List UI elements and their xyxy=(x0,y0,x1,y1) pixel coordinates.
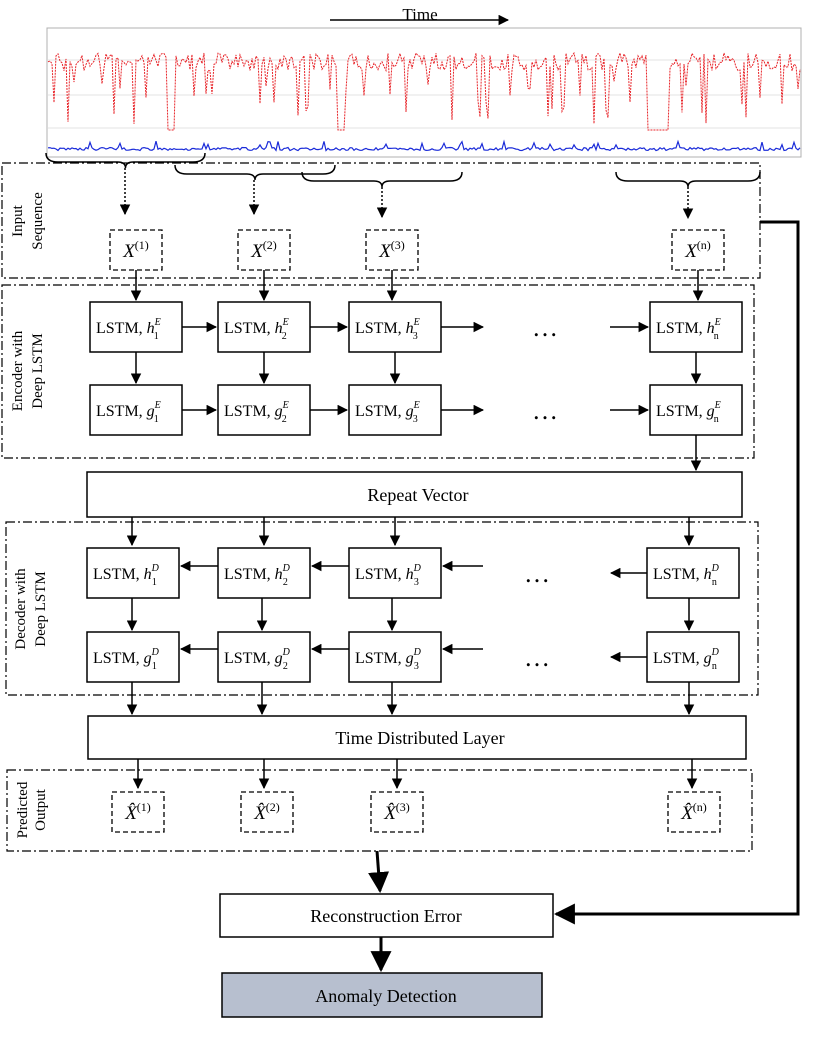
encoder-h-cell-3 xyxy=(348,301,442,353)
encoder-ellipsis-g: … xyxy=(532,396,558,425)
decoder-h-cell-1 xyxy=(86,547,180,599)
decoder-h-cell-2 xyxy=(217,547,311,599)
red-signal-line xyxy=(47,51,801,131)
input-label-3: X(3) xyxy=(378,238,405,262)
encoder-h-cell-1 xyxy=(89,301,183,353)
decoder-section xyxy=(5,521,759,696)
encoder-section-label-1: Encoder with xyxy=(10,330,26,411)
output-label-1: X̂(1) xyxy=(124,800,151,824)
output-box-2 xyxy=(240,791,294,833)
decoder-g-cell-2 xyxy=(217,631,311,683)
output-box-n xyxy=(667,791,721,833)
input-label-n: X(n) xyxy=(684,238,711,262)
input-section-label-1: Input xyxy=(10,204,26,236)
output-label-n: X̂(n) xyxy=(680,800,707,824)
predicted-output-section xyxy=(6,769,753,852)
output-box-3 xyxy=(370,791,424,833)
window-brace-n xyxy=(615,171,761,188)
decoder-h-cell-n xyxy=(646,547,740,599)
input-box-3 xyxy=(365,229,419,271)
anomaly-detection-label: Anomaly Detection xyxy=(315,986,456,1006)
output-label-2: X̂(2) xyxy=(253,800,280,824)
decoder-h-cell-3 xyxy=(348,547,442,599)
input-box-2 xyxy=(237,229,291,271)
input-section-label-2: Sequence xyxy=(30,192,46,250)
encoder-g-cell-3 xyxy=(348,384,442,436)
input-label-1: X(1) xyxy=(122,238,149,262)
time-series-panel xyxy=(46,27,802,158)
output-section-label-1: Predicted xyxy=(15,781,31,838)
output-box-1 xyxy=(111,791,165,833)
input-sequence-section xyxy=(1,162,761,279)
chart-grid xyxy=(48,59,800,129)
encoder-ellipsis-h: … xyxy=(532,313,558,342)
input-label-2: X(2) xyxy=(250,238,277,262)
reconstruction-error-box xyxy=(219,893,554,938)
decoder-g-cell-1 xyxy=(86,631,180,683)
time-distributed-box xyxy=(87,715,747,760)
window-brace-2 xyxy=(174,164,336,181)
decoder-section-label-1: Decoder with xyxy=(13,568,29,650)
time-label: Time xyxy=(402,5,437,24)
encoder-section-label-2: Deep LSTM xyxy=(30,333,46,408)
window-braces xyxy=(45,152,761,188)
decoder-ellipsis-h: … xyxy=(524,559,550,588)
reconstruction-error-label: Reconstruction Error xyxy=(310,906,461,926)
time-distributed-label: Time Distributed Layer xyxy=(335,728,504,748)
output-section-label-2: Output xyxy=(33,788,49,831)
repeat-vector-box xyxy=(86,471,743,518)
input-box-1 xyxy=(109,229,163,271)
output-label-3: X̂(3) xyxy=(383,800,410,824)
encoder-section xyxy=(1,284,755,459)
output-to-error-arrow xyxy=(368,850,390,894)
decoder-g-cell-3 xyxy=(348,631,442,683)
input-box-n xyxy=(671,229,725,271)
repeat-vector-label: Repeat Vector xyxy=(367,485,468,505)
decoder-ellipsis-g: … xyxy=(524,643,550,672)
blue-signal-line xyxy=(47,139,801,152)
encoder-g-cell-1 xyxy=(89,384,183,436)
chart-frame xyxy=(46,27,802,158)
decoder-section-label-2: Deep LSTM xyxy=(33,571,49,646)
input-to-error-path xyxy=(553,220,800,925)
anomaly-detection-box xyxy=(221,972,543,1018)
